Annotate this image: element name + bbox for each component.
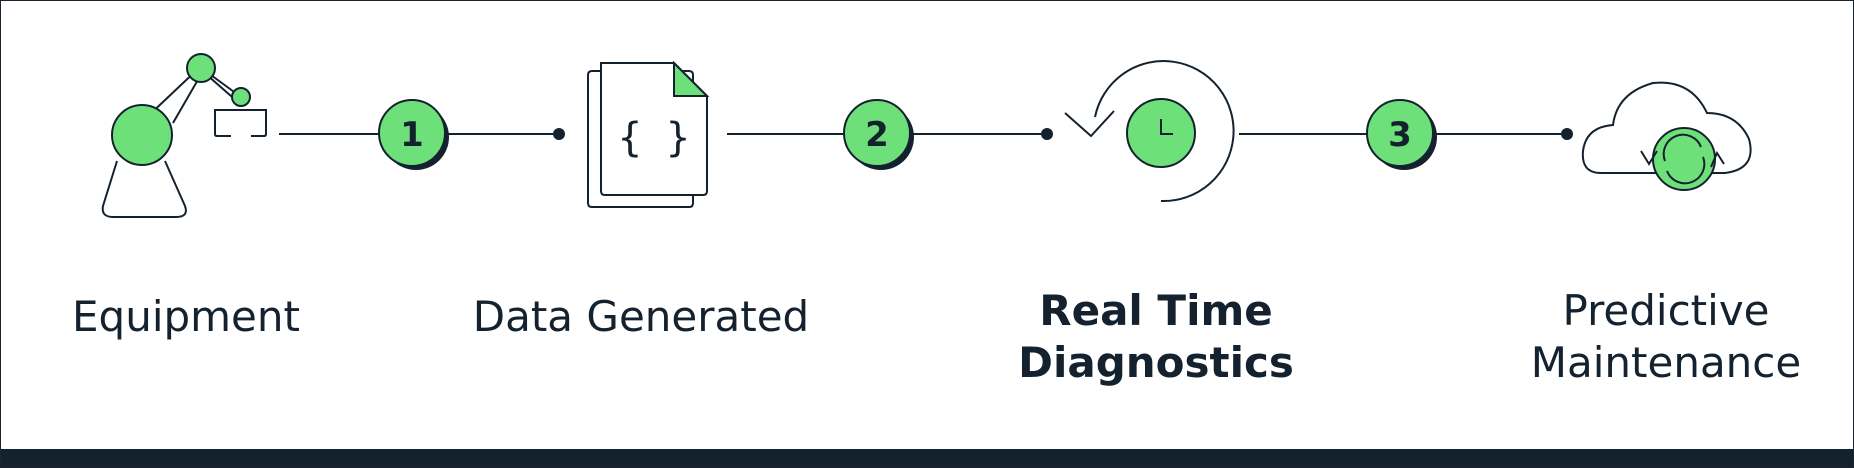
- step-label-predictive-maintenance-line-2: Maintenance: [1530, 338, 1802, 387]
- step-label-predictive-maintenance-line-1: Predictive: [1562, 286, 1770, 335]
- cloud-sync-icon: [1581, 81, 1752, 191]
- step-label-real-time-diagnostics-line-2: Diagnostics: [1018, 338, 1294, 387]
- step-label-data-generated-line-1: Data Generated: [472, 292, 810, 341]
- json-document-icon: { }: [587, 60, 710, 208]
- step-label-real-time-diagnostics-line-1: Real Time: [1039, 286, 1273, 335]
- json-brace-glyph: { }: [618, 115, 690, 161]
- step-badge-2: 2: [843, 99, 914, 170]
- step-label-predictive-maintenance: Predictive Maintenance: [1511, 285, 1821, 389]
- step-badge-3: 3: [1366, 99, 1437, 170]
- step-label-data-generated: Data Generated: [467, 291, 815, 343]
- connector-endpoint-1: [553, 128, 565, 140]
- footer-bar: [1, 449, 1853, 467]
- step-number-2: 2: [865, 115, 889, 155]
- step-label-real-time-diagnostics: Real Time Diagnostics: [1006, 285, 1306, 389]
- clock-cycle-icon: [1064, 60, 1235, 203]
- step-label-equipment-line-1: Equipment: [72, 292, 300, 341]
- step-number-3: 3: [1388, 115, 1412, 155]
- robot-arm-icon: [101, 53, 267, 218]
- step-number-1: 1: [400, 115, 424, 155]
- connector-endpoint-3: [1561, 128, 1573, 140]
- connector-endpoint-2: [1041, 128, 1053, 140]
- step-badge-1: 1: [378, 99, 449, 170]
- step-label-equipment: Equipment: [56, 291, 316, 343]
